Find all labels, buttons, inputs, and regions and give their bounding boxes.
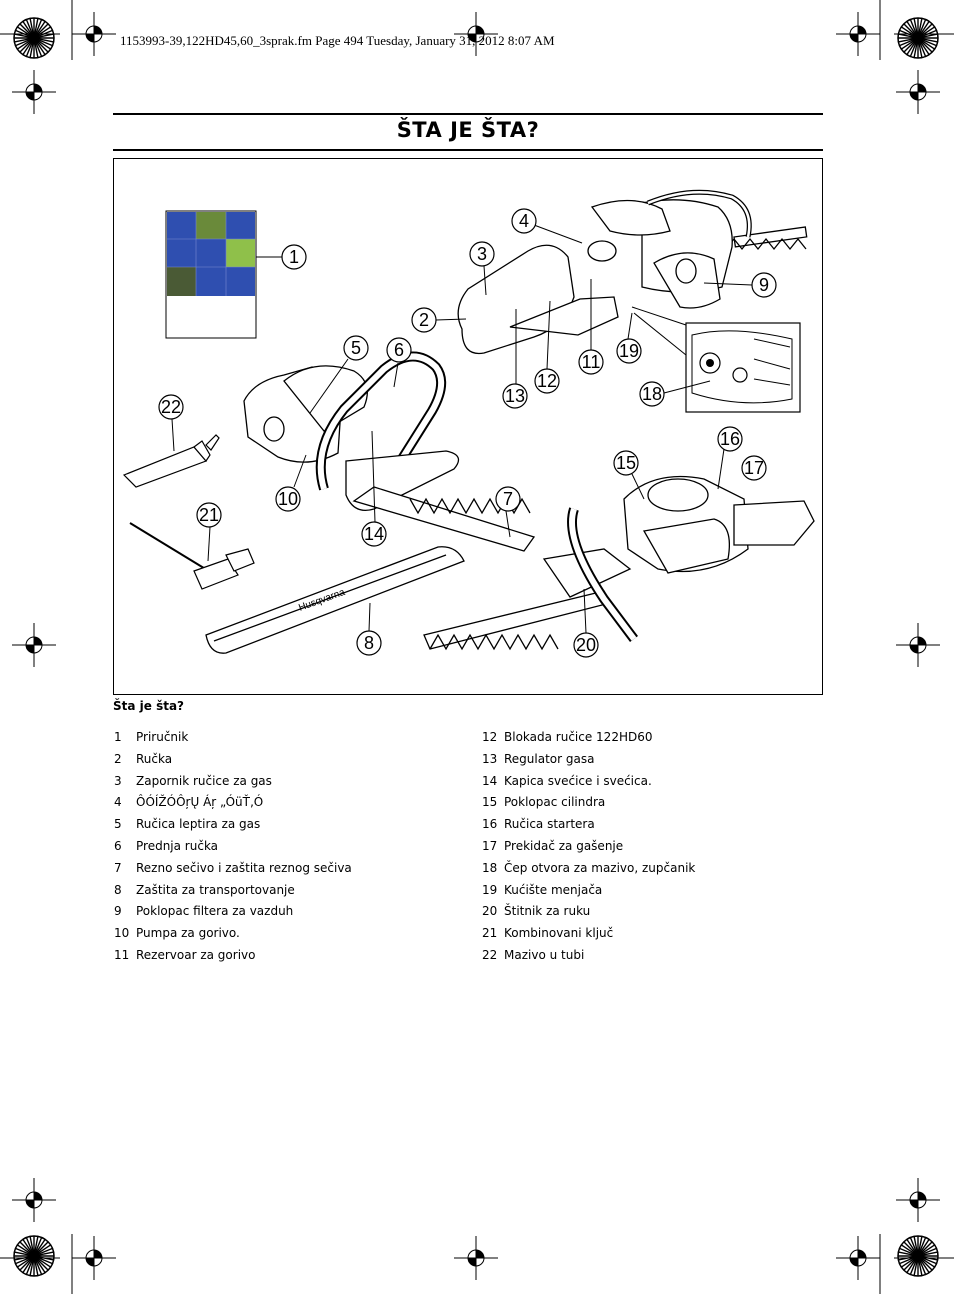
svg-text:22: 22 bbox=[161, 397, 181, 417]
title-rule-top bbox=[113, 113, 823, 115]
print-header-file-info: 1153993-39,122HD45,60_3sprak.fm Page 494… bbox=[120, 33, 555, 48]
svg-text:12: 12 bbox=[537, 371, 557, 391]
callout-3: 3 bbox=[469, 241, 495, 296]
page-title: ŠTA JE ŠTA? bbox=[396, 118, 540, 142]
svg-text:10: 10 bbox=[278, 489, 298, 509]
svg-text:16: 16 bbox=[720, 429, 740, 449]
trimmer-rear-view bbox=[457, 189, 808, 355]
svg-text:8: 8 bbox=[364, 633, 374, 653]
callout-7: 7 bbox=[495, 486, 521, 538]
combination-key-illustration bbox=[129, 522, 255, 590]
callout-12: 12 bbox=[534, 300, 560, 394]
callout-10: 10 bbox=[275, 454, 307, 512]
callout-2: 2 bbox=[411, 307, 467, 333]
svg-text:6: 6 bbox=[394, 340, 404, 360]
operator-manual-illustration bbox=[165, 210, 257, 339]
callout-22: 22 bbox=[158, 394, 184, 452]
svg-text:14: 14 bbox=[364, 524, 384, 544]
svg-text:21: 21 bbox=[199, 505, 219, 525]
callout-20: 20 bbox=[573, 588, 599, 658]
callout-18: 18 bbox=[639, 380, 711, 407]
svg-text:20: 20 bbox=[576, 635, 596, 655]
parts-illustration: Husqvarna 1 2 3 bbox=[113, 158, 823, 695]
gearbox-detail-inset bbox=[685, 322, 801, 413]
svg-text:4: 4 bbox=[519, 211, 529, 231]
callout-4: 4 bbox=[511, 208, 583, 244]
svg-text:3: 3 bbox=[477, 244, 487, 264]
svg-text:15: 15 bbox=[616, 453, 636, 473]
svg-text:18: 18 bbox=[642, 384, 662, 404]
callout-21: 21 bbox=[196, 502, 222, 562]
callout-14: 14 bbox=[361, 430, 387, 547]
callout-19: 19 bbox=[616, 312, 642, 364]
trimmer-front-view bbox=[243, 351, 536, 552]
svg-text:19: 19 bbox=[619, 341, 639, 361]
svg-text:7: 7 bbox=[503, 489, 513, 509]
svg-text:5: 5 bbox=[351, 338, 361, 358]
callout-13: 13 bbox=[502, 309, 528, 409]
svg-text:1: 1 bbox=[289, 247, 299, 267]
svg-text:17: 17 bbox=[744, 458, 764, 478]
callout-15: 15 bbox=[613, 450, 645, 500]
svg-text:11: 11 bbox=[582, 352, 601, 372]
svg-text:13: 13 bbox=[505, 386, 525, 406]
callout-17: 17 bbox=[741, 455, 767, 481]
title-rule-bottom bbox=[113, 149, 823, 151]
svg-text:9: 9 bbox=[759, 275, 769, 295]
callout-6: 6 bbox=[386, 337, 412, 388]
trimmer-side-view bbox=[423, 475, 815, 651]
callout-9: 9 bbox=[703, 272, 777, 298]
callout-11: 11 bbox=[578, 279, 604, 375]
svg-text:2: 2 bbox=[419, 310, 429, 330]
figure-caption: Šta je šta? bbox=[113, 699, 185, 713]
callout-16: 16 bbox=[717, 426, 743, 490]
callout-1: 1 bbox=[256, 244, 307, 270]
callout-5: 5 bbox=[309, 335, 369, 414]
grease-tube-illustration bbox=[122, 434, 220, 488]
callout-8: 8 bbox=[356, 602, 382, 656]
